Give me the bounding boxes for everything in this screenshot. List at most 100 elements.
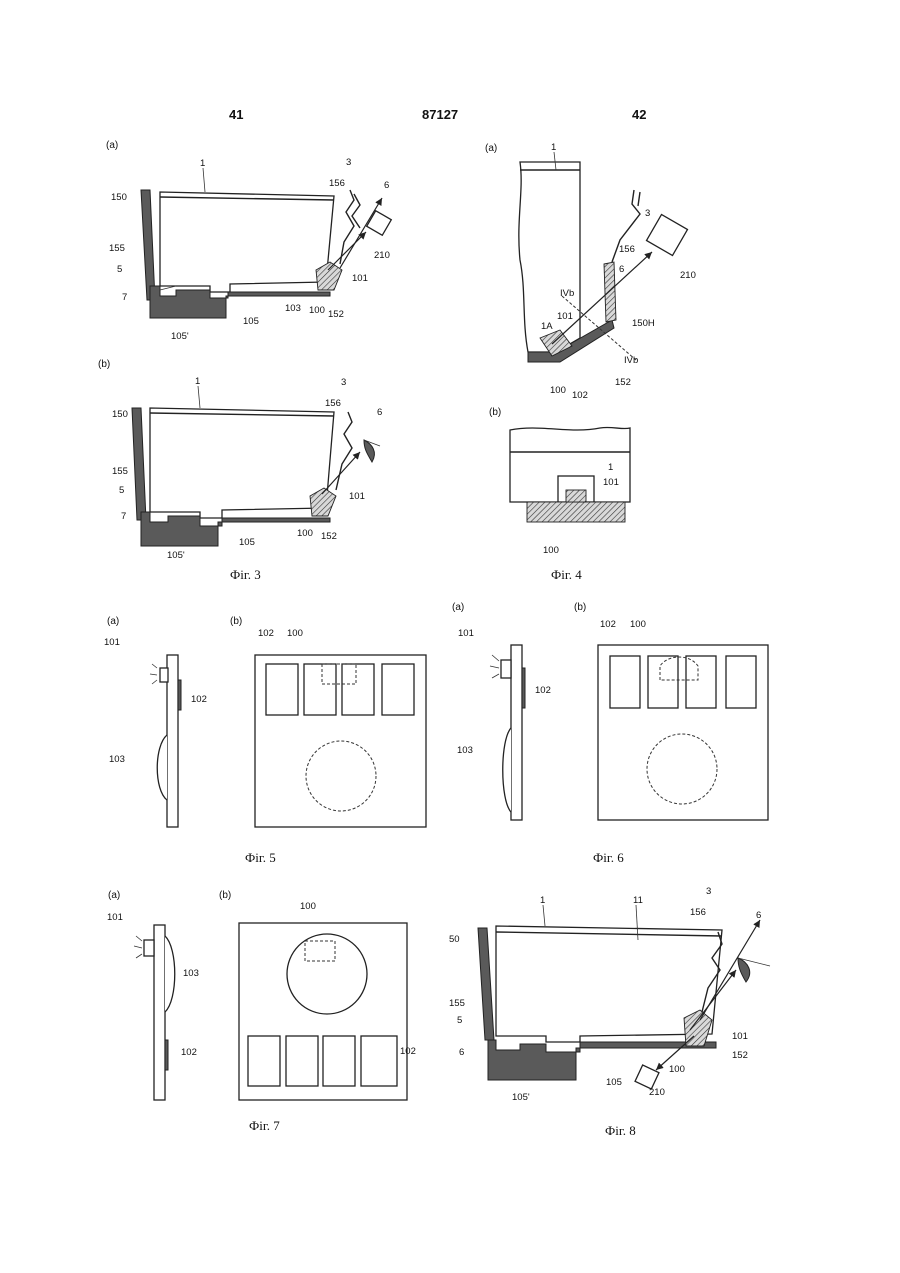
fig8-label-155: 155: [449, 998, 465, 1009]
right-page-number: 42: [632, 107, 646, 122]
fig4b-label-1: 1: [608, 462, 613, 473]
fig3b-label-150: 150: [112, 409, 128, 420]
fig3b-label-5: 5: [119, 485, 124, 496]
fig4a-label-6: 6: [619, 264, 624, 275]
fig4a-label-1: 1: [551, 142, 556, 153]
fig8-label-152: 152: [732, 1050, 748, 1061]
fig4b-label-100: 100: [543, 545, 559, 556]
fig4b-sub-label: (b): [489, 407, 501, 418]
fig6a-label-103: 103: [457, 745, 473, 756]
fig3-caption: Фiг. 3: [230, 567, 261, 582]
fig3b-label-7: 7: [121, 511, 126, 522]
fig3b-drawing: (b) 1 150 3 156 6 155 5 7 101 100 152 10…: [98, 359, 382, 561]
fig7b-label-100: 100: [300, 901, 316, 912]
fig8-label-100: 100: [669, 1064, 685, 1075]
fig6a-label-101: 101: [458, 628, 474, 639]
fig8-caption: Фiг. 8: [605, 1123, 636, 1138]
fig8-label-105p: 105': [512, 1092, 530, 1103]
fig3a-drawing: (a) 1 150 155 5 7 3 156 6 210 101 103 10…: [106, 140, 391, 342]
fig8-label-101: 101: [732, 1031, 748, 1042]
fig3a-label-150: 150: [111, 192, 127, 203]
fig3a-sub-label: (a): [106, 140, 118, 151]
fig5-drawing: (a) 101 102 103 (b) 102 100: [104, 616, 426, 827]
fig3a-label-101: 101: [352, 273, 368, 284]
fig4a-label-IVb-bottom: IVb: [624, 355, 638, 366]
fig4a-label-3: 3: [645, 208, 650, 219]
fig6a-label-102: 102: [535, 685, 551, 696]
fig3a-label-210: 210: [374, 250, 390, 261]
fig3a-label-152: 152: [328, 309, 344, 320]
fig3b-label-156: 156: [325, 398, 341, 409]
fig3a-label-5: 5: [117, 264, 122, 275]
fig5a-label-101: 101: [104, 637, 120, 648]
fig8-label-3: 3: [706, 886, 711, 897]
left-page-number: 41: [229, 107, 243, 122]
fig8-label-105: 105: [606, 1077, 622, 1088]
fig3a-label-105p: 105': [171, 331, 189, 342]
fig3a-label-103: 103: [285, 303, 301, 314]
patent-number: 87127: [422, 107, 458, 122]
fig5b-label-100: 100: [287, 628, 303, 639]
fig3b-label-152: 152: [321, 531, 337, 542]
fig4a-label-152: 152: [615, 377, 631, 388]
fig8-label-50: 50: [449, 934, 460, 945]
fig3b-label-101: 101: [349, 491, 365, 502]
fig5b-sub-label: (b): [230, 616, 242, 627]
fig8-label-11: 11: [633, 895, 643, 906]
fig7a-label-102: 102: [181, 1047, 197, 1058]
fig3a-label-6: 6: [384, 180, 389, 191]
fig7a-sub-label: (a): [108, 890, 120, 901]
fig8-label-6-left: 6: [459, 1047, 464, 1058]
fig3a-label-1: 1: [200, 158, 205, 169]
fig8-drawing: 1 11 50 3 156 6 155 5 6 101 152 100 105 …: [449, 886, 770, 1103]
fig4a-label-210: 210: [680, 270, 696, 281]
fig8-label-210: 210: [649, 1087, 665, 1098]
fig3b-label-1: 1: [195, 376, 200, 387]
fig3b-sub-label: (b): [98, 359, 110, 370]
fig4a-label-IVb-top: IVb: [560, 288, 574, 299]
fig6a-sub-label: (a): [452, 602, 464, 613]
fig3b-label-105p: 105': [167, 550, 185, 561]
fig4b-label-101: 101: [603, 477, 619, 488]
fig4a-label-156: 156: [619, 244, 635, 255]
fig7-drawing: (a) 101 103 102 (b) 100 102: [107, 890, 416, 1100]
fig8-label-156: 156: [690, 907, 706, 918]
fig5-caption: Фiг. 5: [245, 850, 276, 865]
fig3a-label-3: 3: [346, 157, 351, 168]
fig4a-drawing: (a) 1 3 156 6 210 IVb 101 150H 1A IVb 15…: [485, 142, 696, 401]
fig8-label-6-top: 6: [756, 910, 761, 921]
fig5a-label-102: 102: [191, 694, 207, 705]
fig7a-label-103: 103: [183, 968, 199, 979]
fig4-caption: Фiг. 4: [551, 567, 582, 582]
fig4a-label-150H: 150H: [632, 318, 655, 329]
fig3b-label-3: 3: [341, 377, 346, 388]
fig3a-label-7: 7: [122, 292, 127, 303]
fig3a-label-105: 105: [243, 316, 259, 327]
fig6-caption: Фiг. 6: [593, 850, 624, 865]
fig3b-label-100: 100: [297, 528, 313, 539]
fig3b-label-155: 155: [112, 466, 128, 477]
fig4b-drawing: (b) 1 101 100: [489, 407, 630, 556]
fig3a-label-100: 100: [309, 305, 325, 316]
fig3b-label-105: 105: [239, 537, 255, 548]
fig3a-label-156: 156: [329, 178, 345, 189]
fig3a-label-155: 155: [109, 243, 125, 254]
fig4a-label-101: 101: [557, 311, 573, 322]
fig6b-label-100: 100: [630, 619, 646, 630]
fig4a-label-1A: 1A: [541, 321, 553, 332]
fig3b-label-6: 6: [377, 407, 382, 418]
fig7b-label-102: 102: [400, 1046, 416, 1057]
fig8-label-5: 5: [457, 1015, 462, 1026]
fig8-label-1: 1: [540, 895, 545, 906]
fig4a-label-100: 100: [550, 385, 566, 396]
fig4a-sub-label: (a): [485, 143, 497, 154]
fig5b-label-102: 102: [258, 628, 274, 639]
fig4a-label-102: 102: [572, 390, 588, 401]
fig5a-label-103: 103: [109, 754, 125, 765]
fig6b-sub-label: (b): [574, 602, 586, 613]
fig5a-sub-label: (a): [107, 616, 119, 627]
fig6-drawing: (a) 101 102 103 (b) 102 100: [452, 602, 768, 820]
fig7b-sub-label: (b): [219, 890, 231, 901]
fig7a-label-101: 101: [107, 912, 123, 923]
